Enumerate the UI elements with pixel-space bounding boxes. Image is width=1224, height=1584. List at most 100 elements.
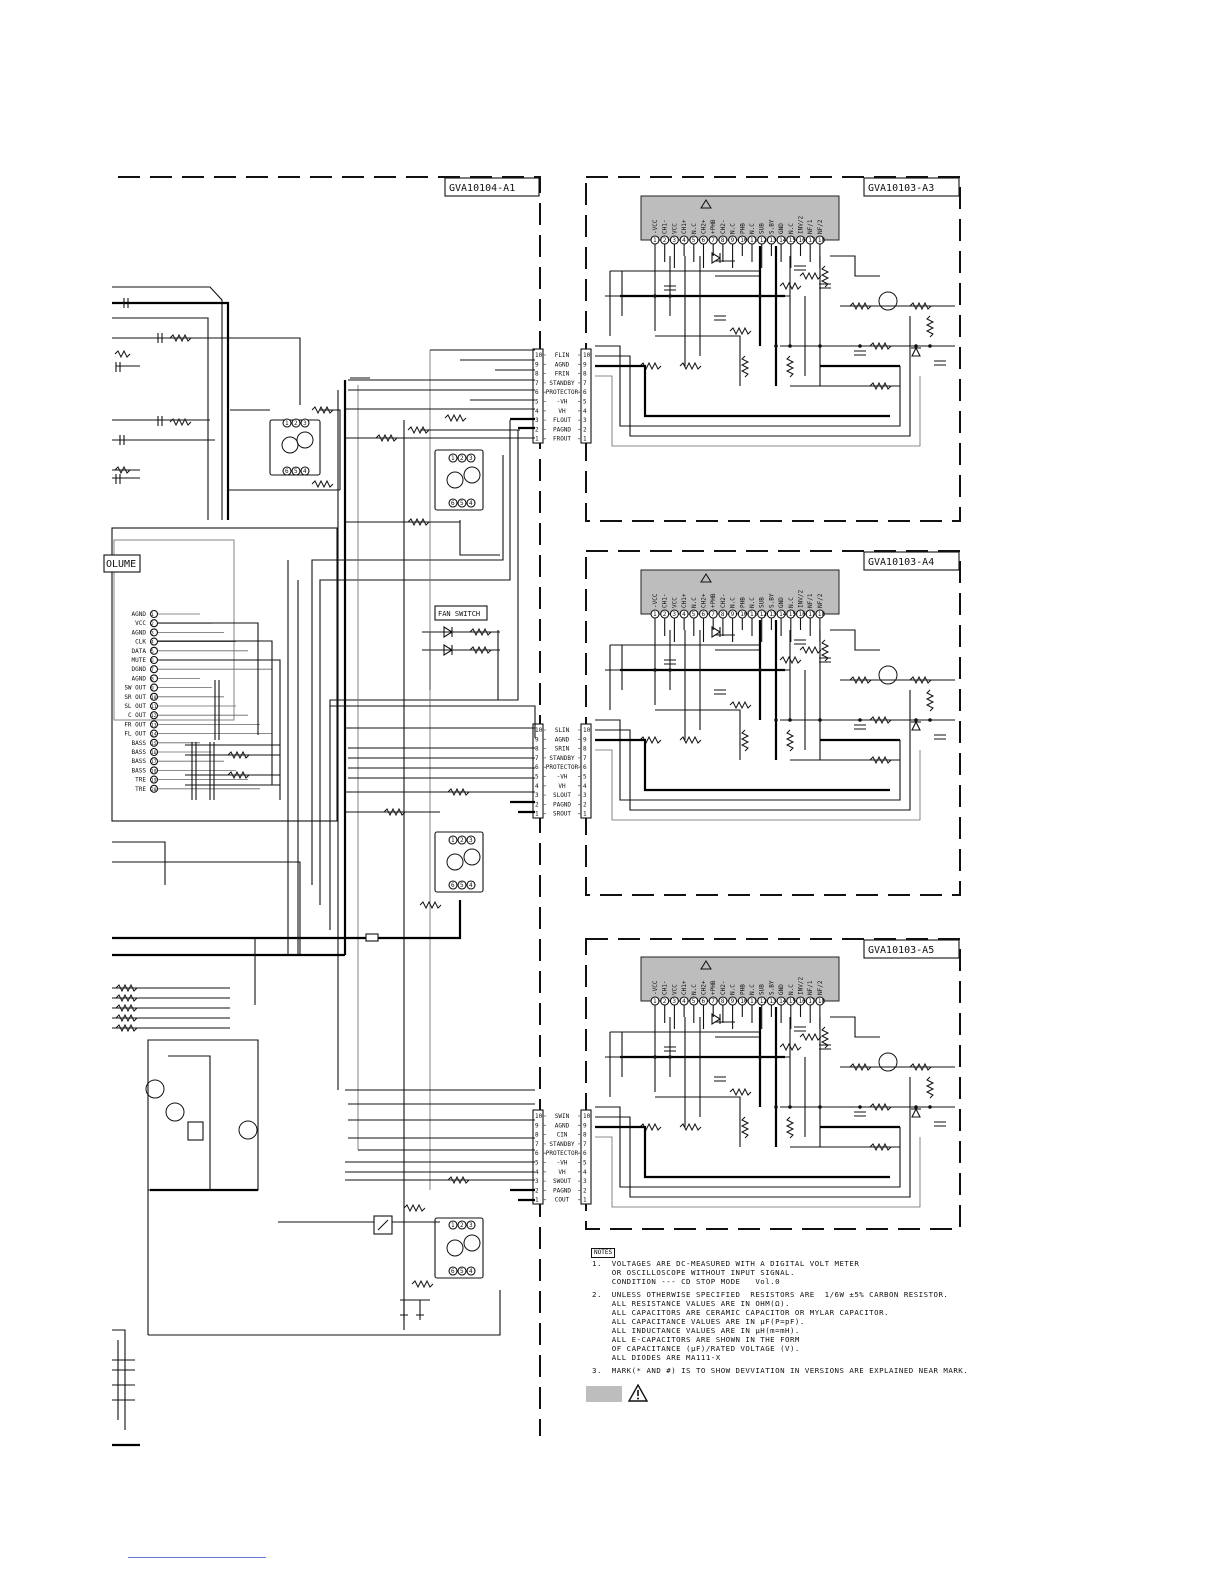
ic-pin-label: PHB: [739, 597, 746, 608]
svg-text:FAN SWITCH: FAN SWITCH: [438, 610, 480, 618]
connector-pin-number: 2: [583, 426, 587, 433]
board-label-main: GVA10104-A1: [444, 177, 540, 197]
ic-pin-number: 18: [818, 237, 826, 244]
connector-pin-number: 9: [583, 1122, 587, 1129]
connector-signal-label: PROTECTOR: [546, 1150, 579, 1157]
volume-pin: [149, 637, 159, 646]
ic-pin-number: 17: [808, 237, 816, 244]
svg-text:5: 5: [460, 500, 464, 507]
note-line-11: ALL DIODES ARE MA111-X: [592, 1353, 721, 1362]
volume-pin: [149, 711, 159, 720]
ic-pin-label: -VCC: [652, 593, 659, 608]
volume-pin-label: TRE: [135, 786, 146, 793]
connector-signal-label: FRIN: [555, 371, 570, 378]
connector-signal-label: SLOUT: [553, 792, 571, 799]
ic-pin-label: INV/2: [798, 977, 805, 995]
volume-pin: [149, 609, 159, 619]
svg-text:5: 5: [460, 882, 464, 889]
connector-pin-number: 5: [535, 774, 539, 781]
ic-pin-number: 13: [769, 611, 777, 618]
connector-pin-number: 1: [535, 811, 539, 818]
warning-triangle-icon: [628, 1384, 648, 1402]
connector-signal-label: AGND: [555, 1122, 570, 1129]
ic-pin-label: CH2+: [701, 980, 708, 995]
ic-pin-label: N.C: [749, 223, 756, 234]
connector-signal-label: AGND: [555, 736, 570, 743]
note-line-2: OR OSCILLOSCOPE WITHOUT INPUT SIGNAL.: [592, 1268, 795, 1277]
connector-signal-label: SRIN: [555, 746, 570, 753]
connector-signal-label: FROUT: [553, 436, 571, 443]
ic-pin-number: 10: [740, 998, 748, 1005]
svg-text:1: 1: [451, 837, 455, 844]
ic-pin-number: 4: [682, 998, 686, 1005]
ic-pin-label: CH1+: [681, 980, 688, 995]
ic-pin-number: 13: [769, 998, 777, 1005]
svg-text:4: 4: [469, 1268, 473, 1275]
svg-text:6: 6: [451, 882, 455, 889]
volume-pin: [149, 655, 159, 665]
ic-pin-number: 10: [740, 237, 748, 244]
ic-pin-number: 18: [818, 611, 826, 618]
volume-pin-number: 14: [151, 732, 157, 738]
transistor-icon: [878, 291, 898, 311]
connector-signal-label: STANDBY: [549, 380, 575, 387]
volume-pin-label: FL OUT: [124, 731, 146, 738]
board-label-amp-surround: GVA10103-A4: [863, 551, 960, 571]
main-board-circuit: 1 2 3 6 5 4 OLUME FAN SWITCH 1 2 3: [103, 286, 536, 1447]
volume-pin: [149, 720, 159, 729]
connector-pin-number: 5: [583, 774, 587, 781]
transistor-icon: [878, 1052, 898, 1072]
volume-pin-number: 20: [151, 787, 157, 793]
connector-signal-label: STANDBY: [549, 755, 575, 762]
power-amp-ic: [640, 195, 840, 241]
note-line-4: 2. UNLESS OTHERWISE SPECIFIED RESISTORS …: [592, 1290, 949, 1299]
ic-pin-number: 7: [711, 237, 715, 244]
ic-pin-number: 5: [692, 611, 696, 618]
ic-pin-number: 11: [750, 611, 758, 618]
ic-pin-number: 15: [789, 611, 797, 618]
volume-pin-label: CLK: [135, 639, 146, 646]
ic-pin-number: 8: [721, 998, 725, 1005]
connector-signal-label: PAGND: [553, 801, 571, 808]
ic-pin-label: +PHB: [710, 980, 717, 995]
amp-ic-block-2: -VCC1CH1-2VCC3CH1+4N.C5CH2+6+PHB7CH2-8N.…: [595, 569, 955, 821]
ic-pin-number: 1: [653, 237, 657, 244]
volume-pin-label: FR OUT: [124, 721, 146, 728]
connector-pin-number: 8: [535, 1132, 539, 1139]
volume-pin: [149, 784, 159, 793]
ic-pin-label: SUB: [759, 984, 766, 995]
connector-pin-number: 8: [535, 746, 539, 753]
volume-pin: [149, 747, 159, 757]
connector-pin-number: 9: [535, 361, 539, 368]
connector-pin-number: 9: [583, 361, 587, 368]
ic-pin-label: NF/1: [807, 980, 814, 995]
connector-pin-number: 3: [535, 417, 539, 424]
ic-pin-label: NF/2: [817, 593, 824, 608]
connector-signal-label: PROTECTOR: [546, 389, 579, 396]
volume-pin-number: 18: [151, 768, 157, 774]
connector-pin-number: 9: [583, 736, 587, 743]
ic-pin-label: SUB: [759, 597, 766, 608]
connector-signal-label: AGND: [555, 361, 570, 368]
connector-pin-number: 8: [583, 1132, 587, 1139]
ic-pin-label: INV/2: [798, 590, 805, 608]
connector-pin-number: 1: [535, 1197, 539, 1204]
connector-signal-label: PAGND: [553, 426, 571, 433]
connector-pin-number: 3: [535, 1178, 539, 1185]
ic-pin-number: 2: [663, 998, 667, 1005]
volume-pin: [149, 665, 159, 674]
connector-pin-number: 7: [583, 755, 587, 762]
transistor-block-2: 1 2 3 6 5 4: [434, 831, 484, 893]
ic-pin-label: N.C: [691, 223, 698, 234]
ic-pin-number: 14: [779, 237, 787, 244]
svg-text:4: 4: [303, 468, 307, 475]
svg-text:6: 6: [285, 468, 289, 475]
ic-pin-label: PHB: [739, 223, 746, 234]
ic-pin-label: SUB: [759, 223, 766, 234]
connector-pin-number: 8: [583, 746, 587, 753]
note-line-6: ALL CAPACITORS ARE CERAMIC CAPACITOR OR …: [592, 1308, 889, 1317]
svg-text:6: 6: [451, 1268, 455, 1275]
